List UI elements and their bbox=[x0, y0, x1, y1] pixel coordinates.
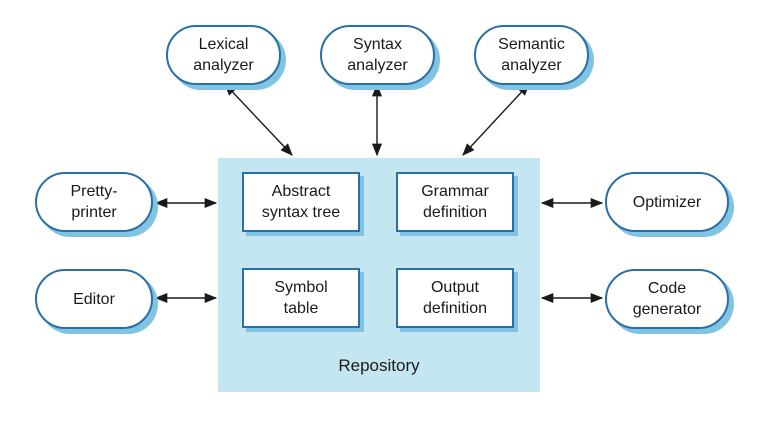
tool-pretty-printer: Pretty- printer bbox=[35, 172, 153, 232]
arrow-lexical-repository bbox=[224, 83, 293, 156]
tool-lexical-analyzer: Lexical analyzer bbox=[166, 25, 281, 85]
repo-item-symbol-table: Symbol table bbox=[242, 268, 360, 328]
repo-item-abstract-syntax-tree: Abstract syntax tree bbox=[242, 172, 360, 232]
repo-item-grammar-definition: Grammar definition bbox=[396, 172, 514, 232]
arrow-semantic-repository bbox=[462, 83, 530, 156]
tool-editor: Editor bbox=[35, 269, 153, 329]
tool-syntax-analyzer: Syntax analyzer bbox=[320, 25, 435, 85]
tool-code-generator: Code generator bbox=[605, 269, 729, 329]
tool-semantic-analyzer: Semantic analyzer bbox=[474, 25, 589, 85]
repo-item-output-definition: Output definition bbox=[396, 268, 514, 328]
repository-label: Repository bbox=[338, 356, 420, 375]
tool-optimizer: Optimizer bbox=[605, 172, 729, 232]
